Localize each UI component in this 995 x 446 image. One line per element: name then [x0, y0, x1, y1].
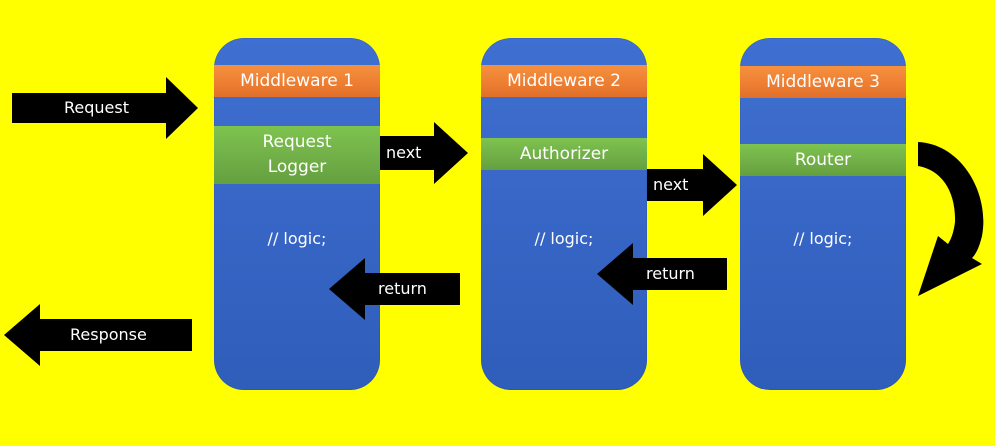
turnaround-arrow — [918, 142, 984, 296]
authorizer-component: Authorizer — [481, 138, 647, 170]
return-arrow-1 — [597, 243, 727, 305]
next-arrow-2 — [647, 154, 737, 216]
middleware-1-header: Middleware 1 — [214, 65, 380, 97]
next-arrow-1 — [380, 122, 468, 184]
return-label-2: return — [378, 279, 427, 298]
request-arrow — [12, 77, 198, 139]
return-arrow-2 — [329, 258, 460, 320]
middleware-3-header: Middleware 3 — [740, 66, 906, 98]
middleware-2-column: Middleware 2 Authorizer // logic; — [481, 38, 647, 390]
middleware-1-column: Middleware 1 Request Logger // logic; — [214, 38, 380, 390]
next-label-1: next — [386, 143, 422, 162]
middleware-3-column: Middleware 3 Router // logic; — [740, 38, 906, 390]
response-label: Response — [70, 325, 147, 344]
router-label: Router — [794, 149, 852, 170]
middleware-1-logic: // logic; — [267, 229, 327, 248]
request-label: Request — [64, 98, 129, 117]
request-logger-component: Request Logger — [214, 126, 380, 184]
middleware-2-logic: // logic; — [534, 229, 594, 248]
return-label-1: return — [646, 264, 695, 283]
authorizer-label: Authorizer — [519, 143, 609, 164]
request-logger-line-2: Logger — [267, 157, 327, 177]
response-arrow — [4, 304, 192, 366]
router-component: Router — [740, 144, 906, 176]
request-logger-line-1: Request — [262, 132, 332, 152]
middleware-3-logic: // logic; — [793, 229, 853, 248]
middleware-2-header: Middleware 2 — [481, 65, 647, 97]
next-label-2: next — [653, 175, 689, 194]
